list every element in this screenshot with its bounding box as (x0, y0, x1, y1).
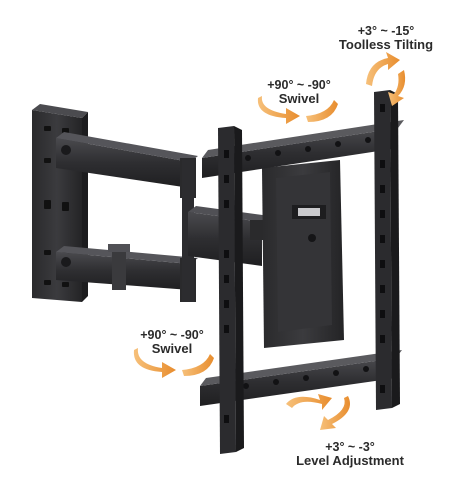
swivel-bottom-arrow-icon (133, 348, 214, 378)
tilting-range: +3° ~ -15° (357, 24, 415, 38)
swivel-top-arrow-icon (257, 96, 338, 124)
bottom-rail (200, 350, 402, 406)
swivel-top-label: +90° ~ -90° Swivel (250, 78, 348, 107)
tilting-title: Toolless Tilting (338, 37, 434, 53)
tilting-label: +3° ~ -15° Toolless Tilting (327, 24, 445, 53)
swivel-top-title: Swivel (278, 91, 320, 107)
level-arrow-icon (286, 394, 350, 430)
right-vertical-bracket (374, 90, 400, 410)
swivel-plate (262, 160, 344, 348)
swivel-bottom-title: Swivel (151, 341, 193, 357)
swivel-bottom-label: +90° ~ -90° Swivel (123, 328, 221, 357)
swivel-bottom-range: +90° ~ -90° (140, 328, 204, 342)
left-vertical-bracket (218, 126, 244, 454)
swivel-top-range: +90° ~ -90° (267, 78, 331, 92)
level-title: Level Adjustment (296, 453, 404, 469)
top-rail (202, 120, 404, 178)
level-label: +3° ~ -3° Level Adjustment (288, 440, 412, 469)
level-range: +3° ~ -3° (325, 440, 375, 454)
tilting-arrow-icon (366, 52, 406, 106)
